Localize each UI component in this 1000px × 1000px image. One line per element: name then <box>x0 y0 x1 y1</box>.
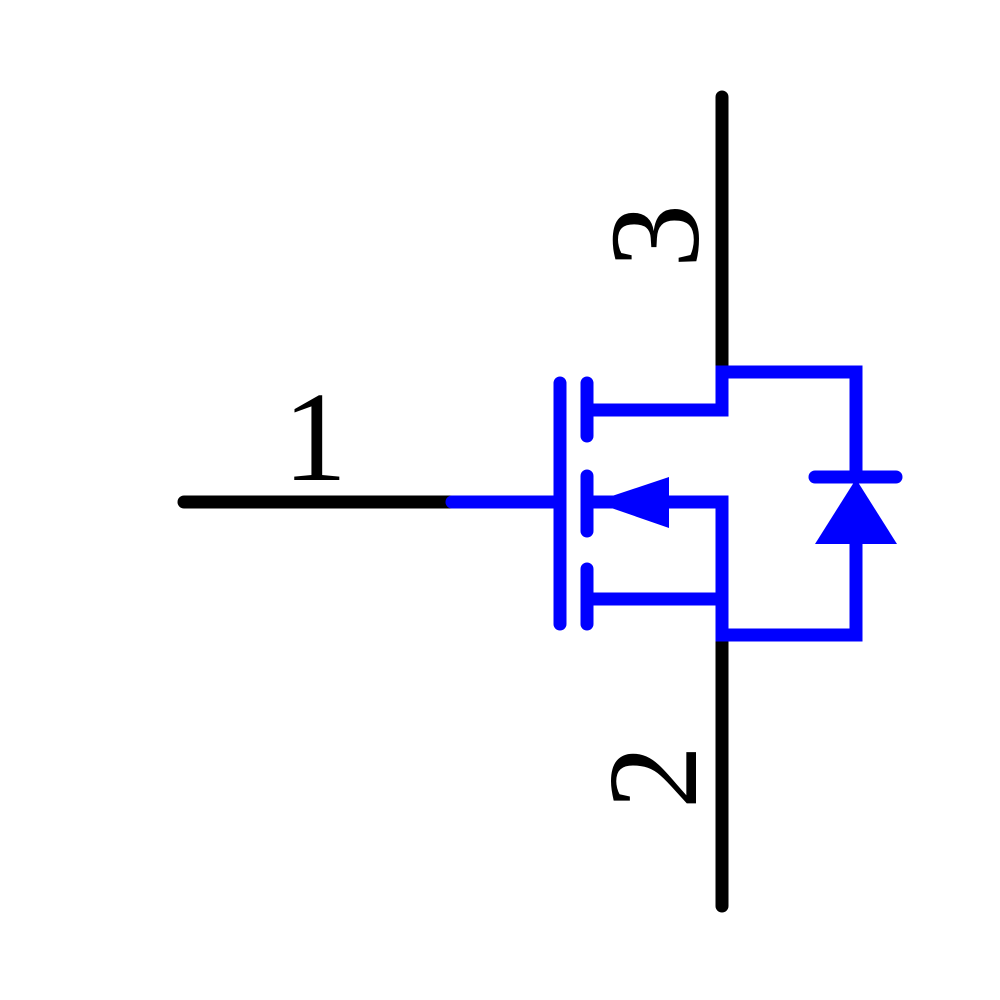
body-arrow-icon <box>594 477 669 528</box>
pin-2-label: 2 <box>582 745 724 809</box>
source-body-connection <box>583 495 863 642</box>
pin-labels: 1 3 2 <box>283 204 726 809</box>
pin-1-label: 1 <box>283 366 347 508</box>
mosfet-symbol-body <box>445 365 903 642</box>
pin-3-label: 3 <box>584 204 726 268</box>
pin-wires <box>177 90 729 913</box>
body-diode-triangle-icon <box>815 479 897 544</box>
drain-connection <box>582 365 863 484</box>
